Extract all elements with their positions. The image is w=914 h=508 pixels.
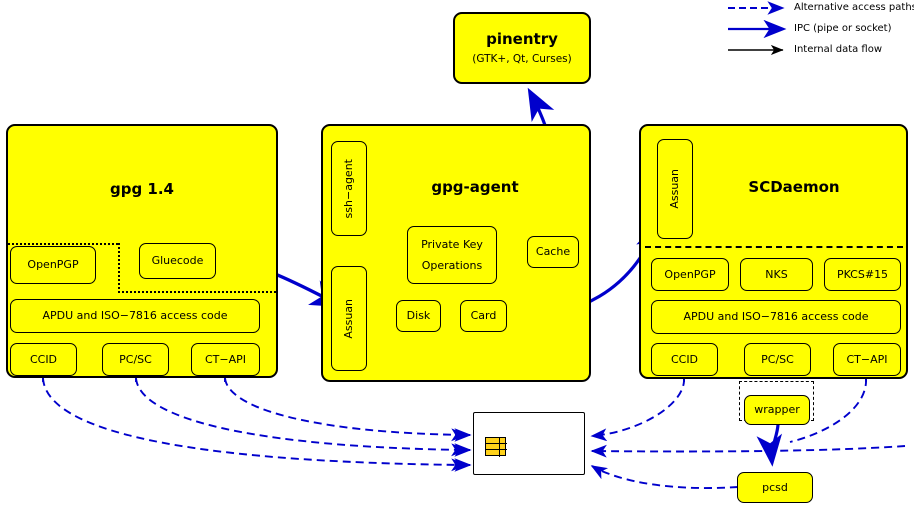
pko-line-1: Private Key bbox=[421, 237, 483, 251]
gpg-dotted-bottom bbox=[118, 291, 276, 293]
smartcard-chip-icon bbox=[485, 437, 507, 457]
scdaemon-title: SCDaemon bbox=[748, 178, 840, 196]
scdaemon-apdu-box[interactable]: APDU and ISO−7816 access code bbox=[651, 300, 901, 334]
altpath-gpg-ccid-to-card bbox=[42, 377, 468, 472]
scdaemon-app-nks[interactable]: NKS bbox=[740, 258, 813, 291]
gpg-apdu-box[interactable]: APDU and ISO−7816 access code bbox=[10, 299, 260, 333]
altpath-gpg-pcsc-to-card bbox=[135, 377, 468, 457]
gpgagent-assuan-box[interactable]: Assuan bbox=[331, 266, 367, 371]
altpath-scd-ctapi-to-pcsd bbox=[789, 377, 867, 443]
legend-label-internal-flow: Internal data flow bbox=[794, 44, 883, 55]
pinentry-box[interactable]: pinentry (GTK+, Qt, Curses) bbox=[453, 12, 591, 84]
gpg-gluecode-box[interactable]: Gluecode bbox=[139, 243, 216, 279]
gpg-dotted-top-left bbox=[8, 243, 118, 245]
pcsd-box[interactable]: pcsd bbox=[737, 472, 813, 503]
scdaemon-assuan-label: Assuan bbox=[668, 169, 682, 209]
gpgagent-private-key-operations-box[interactable]: Private Key Operations bbox=[407, 226, 497, 284]
scdaemon-app-openpgp[interactable]: OpenPGP bbox=[651, 258, 729, 291]
gpgagent-card-box[interactable]: Card bbox=[460, 300, 507, 332]
gpg-dotted-vertical bbox=[118, 243, 120, 293]
gpgagent-cache-box[interactable]: Cache bbox=[527, 236, 579, 268]
gpg-openpgp-box[interactable]: OpenPGP bbox=[10, 246, 96, 284]
altpath-gpg-ctapi-to-card bbox=[224, 377, 468, 442]
wrapper-box[interactable]: wrapper bbox=[744, 395, 810, 425]
scdaemon-app-pkcs15[interactable]: PKCS#15 bbox=[824, 258, 901, 291]
pinentry-title: pinentry bbox=[486, 29, 558, 48]
legend-label-alt-paths: Alternative access paths bbox=[794, 2, 914, 13]
gpgagent-ssh-agent-box[interactable]: ssh−agent bbox=[331, 141, 367, 236]
scdaemon-dashed-divider bbox=[645, 246, 903, 248]
scdaemon-driver-ccid[interactable]: CCID bbox=[651, 343, 718, 376]
altpath-wrapper-row-to-card bbox=[590, 444, 906, 458]
scdaemon-driver-ctapi[interactable]: CT−API bbox=[833, 343, 901, 376]
scdaemon-driver-pcsc[interactable]: PC/SC bbox=[744, 343, 811, 376]
pinentry-subtitle: (GTK+, Qt, Curses) bbox=[472, 53, 572, 66]
gpg-driver-ctapi[interactable]: CT−API bbox=[191, 343, 260, 376]
scdaemon-assuan-box[interactable]: Assuan bbox=[657, 139, 693, 239]
gpg-driver-pcsc[interactable]: PC/SC bbox=[102, 343, 169, 376]
gpgagent-assuan-label: Assuan bbox=[342, 298, 356, 339]
gpg-title: gpg 1.4 bbox=[109, 180, 174, 198]
gpgagent-ssh-agent-label: ssh−agent bbox=[342, 158, 356, 219]
altpath-scd-ccid-to-card bbox=[590, 377, 685, 442]
gpgagent-title: gpg-agent bbox=[431, 178, 519, 196]
gpgagent-disk-box[interactable]: Disk bbox=[396, 300, 441, 332]
legend-label-ipc: IPC (pipe or socket) bbox=[794, 23, 892, 34]
altpath-pcsd-to-card bbox=[590, 465, 739, 489]
pko-line-2: Operations bbox=[421, 258, 483, 272]
gpg-driver-ccid[interactable]: CCID bbox=[10, 343, 77, 376]
